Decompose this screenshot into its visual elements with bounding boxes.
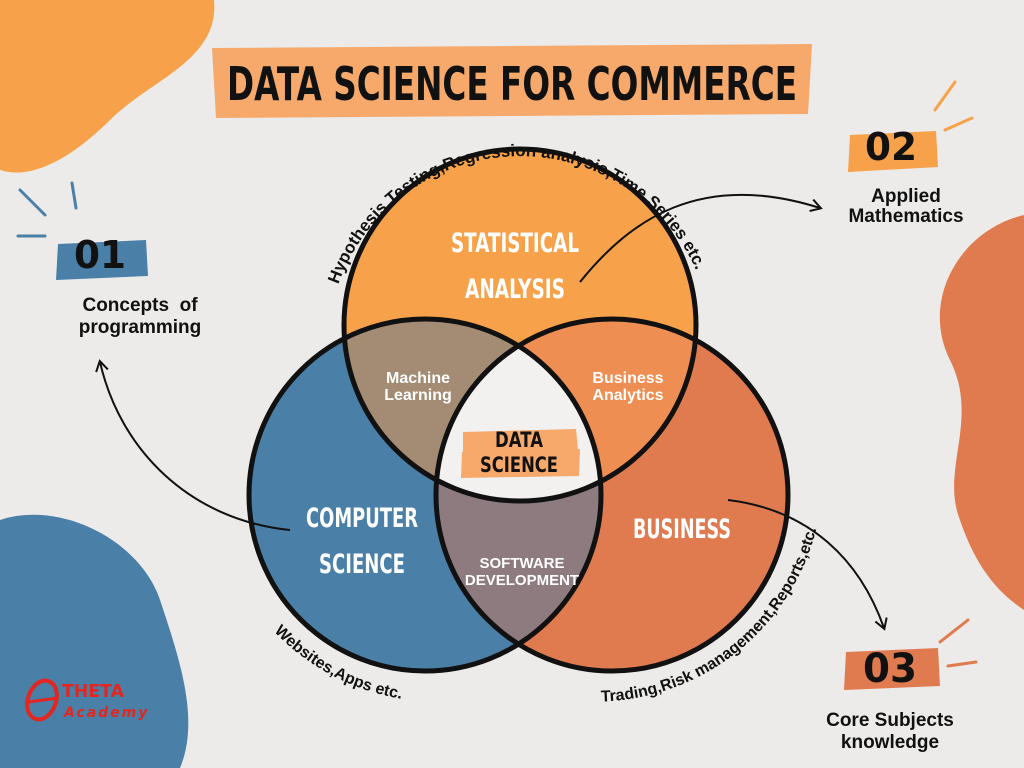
business-outline xyxy=(433,316,791,674)
number-tag-03 xyxy=(844,648,940,690)
theta-academy-logo: THETA Academy xyxy=(25,678,149,722)
blob-bottom-left xyxy=(0,514,189,768)
page-title: DATA SCIENCE FOR COMMERCE xyxy=(227,57,797,111)
blob-top-left xyxy=(0,0,215,173)
callout-number-02: 02 xyxy=(865,125,917,169)
callout-text-01-line1: Concepts of xyxy=(82,295,198,316)
spark-03a xyxy=(938,618,970,644)
arrow-to-core-subjects xyxy=(727,499,888,631)
callout-text-02-line2: Mathematics xyxy=(848,206,963,227)
computer-label-1: COMPUTER xyxy=(306,503,418,534)
statistical-outline xyxy=(341,146,699,504)
logo-theta-bar xyxy=(27,696,59,704)
software-development-label-2: DEVELOPMENT xyxy=(465,572,579,589)
machine-learning-label-1: Machine xyxy=(386,370,450,387)
data-science-region xyxy=(436,319,601,501)
statistical-label-1: STATISTICAL xyxy=(451,228,579,259)
software-development-label-1: SOFTWARE xyxy=(480,555,565,572)
title-highlight xyxy=(212,44,812,118)
callout-number-01: 01 xyxy=(74,233,126,277)
callout-text-03-line1: Core Subjects xyxy=(826,710,954,731)
computer-label-2: SCIENCE xyxy=(319,549,405,580)
spark-02b xyxy=(943,116,974,132)
spark-01b xyxy=(70,181,78,210)
business-label: BUSINESS xyxy=(633,514,731,545)
callout-text-03-line2: knowledge xyxy=(841,732,939,753)
callout-02: 02 Applied Mathematics xyxy=(848,80,974,227)
arrow-to-applied-mathematics xyxy=(579,193,823,283)
number-tag-02 xyxy=(848,131,938,172)
machine-learning-label-2: Learning xyxy=(384,387,452,404)
callout-number-03: 03 xyxy=(863,646,917,692)
arrow-to-programming xyxy=(95,359,291,531)
business-analytics-label-1: Business xyxy=(592,370,663,387)
callout-text-02-line1: Applied xyxy=(871,186,941,207)
computer-outline xyxy=(246,316,604,674)
callout-01: 01 Concepts of programming xyxy=(16,181,201,338)
data-science-label-1: DATA xyxy=(495,428,544,452)
spark-02a xyxy=(933,80,957,112)
callout-03: 03 Core Subjects knowledge xyxy=(826,618,978,753)
spark-03b xyxy=(946,660,978,668)
logo-text-line1: THETA xyxy=(62,681,124,702)
callout-text-01-line2: programming xyxy=(79,317,201,338)
blob-right xyxy=(939,215,1024,610)
number-tag-01 xyxy=(56,240,148,280)
data-science-label-2: SCIENCE xyxy=(480,453,558,477)
logo-text-line2: Academy xyxy=(63,705,149,721)
statistical-label-2: ANALYSIS xyxy=(465,274,565,305)
logo-theta-icon xyxy=(25,678,59,722)
spark-01a xyxy=(18,188,47,217)
data-science-tag xyxy=(461,429,580,478)
business-analytics-label-2: Analytics xyxy=(592,387,663,404)
